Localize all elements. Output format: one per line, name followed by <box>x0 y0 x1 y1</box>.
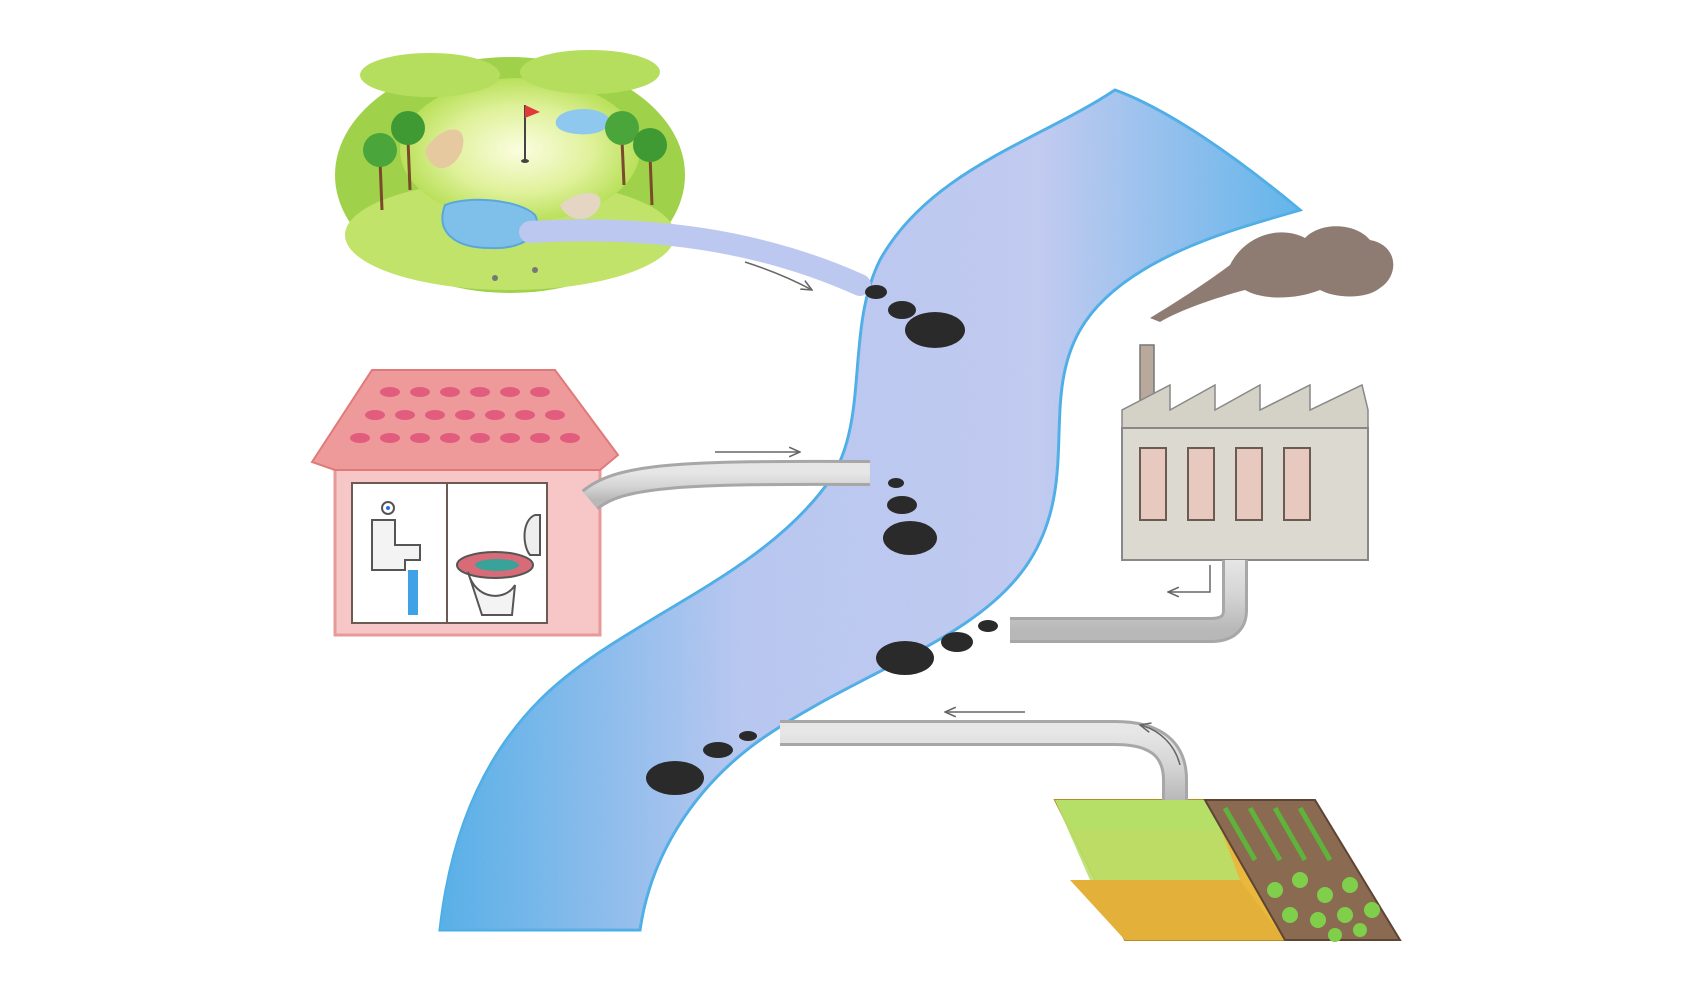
pollution-discharge-house <box>883 478 937 555</box>
pollution-discharge-factory <box>876 620 998 675</box>
river <box>438 88 1304 932</box>
golf-bunker <box>425 129 464 169</box>
flow-arrow <box>1140 725 1181 766</box>
toilet-icon <box>456 514 541 616</box>
flow-arrow <box>1168 565 1211 592</box>
crop-plants <box>1267 872 1380 942</box>
golf-drain-channel <box>519 219 871 296</box>
smoke-cloud <box>1150 226 1394 322</box>
pollution-discharge-golf <box>865 285 965 348</box>
house-icon <box>310 369 620 637</box>
flow-arrow <box>744 261 812 290</box>
factory-drain-pipe <box>1010 560 1248 643</box>
farm-field-icon <box>1053 799 1402 942</box>
farm-drain-pipe <box>780 720 1188 800</box>
golf-flag-icon <box>521 105 540 163</box>
factory-icon <box>1121 226 1394 561</box>
crop-rows <box>1222 806 1333 862</box>
golf-bunker <box>560 192 601 219</box>
tree-icon <box>605 111 667 206</box>
golf-pond <box>555 108 610 135</box>
golf-course-icon <box>335 50 685 293</box>
tree-icon <box>363 111 425 211</box>
pollution-discharge-farm <box>646 731 757 795</box>
roof-tiles <box>350 387 580 443</box>
faucet-icon <box>371 501 421 615</box>
factory-windows <box>1139 447 1311 521</box>
